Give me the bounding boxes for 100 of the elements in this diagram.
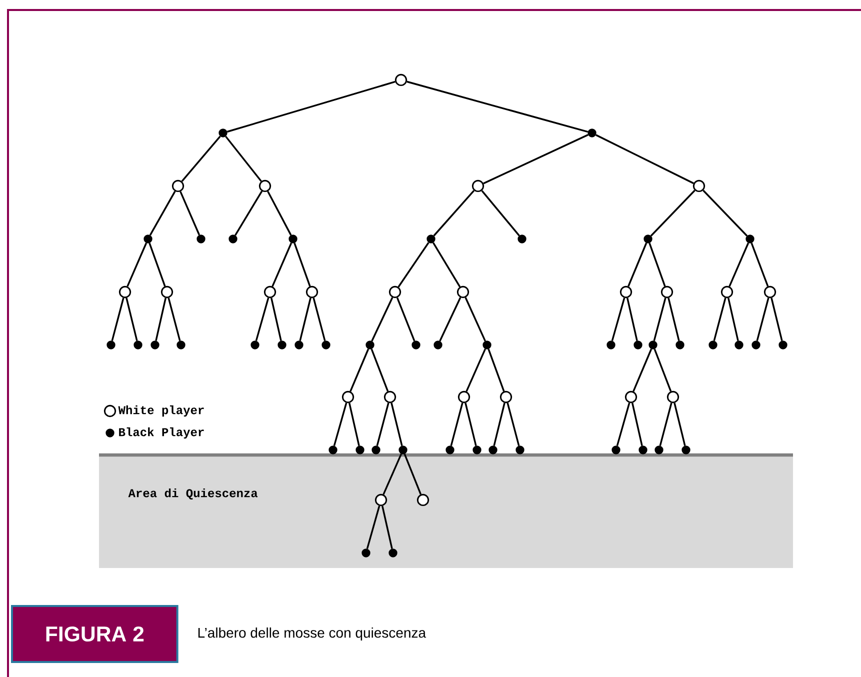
filled-dot bbox=[366, 340, 374, 350]
filled-dot bbox=[778, 340, 788, 350]
tree-branch bbox=[382, 506, 393, 549]
open-circle bbox=[624, 390, 638, 404]
tree-branch bbox=[648, 242, 666, 287]
tree-branch bbox=[616, 402, 630, 446]
tree-branch bbox=[750, 242, 769, 287]
filled-dot bbox=[106, 340, 116, 350]
filled-dot bbox=[134, 340, 142, 350]
filled-dot bbox=[196, 234, 206, 244]
tree-branch bbox=[255, 298, 270, 342]
tree-branch bbox=[267, 190, 292, 236]
tree-branch bbox=[404, 454, 422, 495]
tree-branch bbox=[728, 298, 739, 341]
filled-dot bbox=[412, 340, 420, 350]
tree-branch bbox=[126, 242, 148, 287]
tree-branch bbox=[632, 402, 643, 446]
open-circle bbox=[720, 286, 734, 298]
filled-dot bbox=[434, 340, 442, 350]
tree-branch bbox=[756, 298, 770, 342]
filled-dot bbox=[288, 234, 298, 244]
filled-dot bbox=[218, 128, 228, 138]
tree-branch bbox=[168, 298, 181, 342]
tree-branch bbox=[483, 134, 588, 184]
legend-label: White player bbox=[118, 405, 204, 417]
filled-dot bbox=[250, 340, 260, 350]
tree-branch bbox=[126, 298, 138, 341]
tree-branch bbox=[493, 402, 506, 446]
filled-dot bbox=[606, 340, 616, 350]
open-circle bbox=[472, 180, 484, 192]
open-circle bbox=[660, 286, 674, 298]
filled-dot bbox=[426, 234, 436, 244]
tree-branch bbox=[149, 190, 176, 236]
open-circle bbox=[306, 286, 318, 298]
filled-dot bbox=[488, 446, 498, 454]
tree-branch bbox=[653, 298, 666, 342]
tree-branch bbox=[713, 298, 726, 342]
tree-branch bbox=[659, 402, 672, 446]
tree-branch bbox=[433, 190, 475, 236]
filled-dot bbox=[144, 234, 152, 244]
filled-dot bbox=[648, 340, 658, 350]
filled-dot bbox=[150, 340, 160, 350]
tree-branch bbox=[450, 402, 464, 446]
tree-branch bbox=[464, 402, 477, 446]
filled-dot bbox=[372, 446, 380, 454]
filled-dot bbox=[446, 446, 454, 454]
filled-dot bbox=[278, 340, 286, 350]
tree-branch bbox=[596, 134, 694, 184]
filled-dot bbox=[612, 446, 620, 454]
tree-branch bbox=[632, 348, 652, 392]
tree-branch bbox=[439, 297, 462, 342]
area-label: Area di Quiescenza bbox=[128, 488, 258, 500]
filled-dot bbox=[682, 446, 690, 454]
filled-dot bbox=[228, 234, 238, 244]
tree-branch bbox=[488, 348, 505, 392]
tree-branch bbox=[728, 242, 750, 287]
filled-dot bbox=[518, 234, 526, 244]
tree-branch bbox=[155, 298, 167, 341]
filled-dot bbox=[294, 340, 304, 350]
tree-branch bbox=[382, 454, 402, 495]
filled-dot bbox=[676, 340, 684, 350]
filled-dot bbox=[708, 340, 718, 350]
open-circle bbox=[456, 286, 470, 298]
tree-branch bbox=[406, 80, 588, 133]
tree-branch bbox=[390, 402, 403, 446]
open-circle bbox=[172, 180, 184, 192]
tree-branch bbox=[376, 402, 390, 446]
tree-branch bbox=[650, 190, 696, 236]
filled-dot bbox=[644, 234, 652, 244]
filled-dot bbox=[362, 548, 370, 558]
tree-branch bbox=[628, 242, 648, 287]
filled-dot bbox=[472, 446, 482, 454]
filled-dot bbox=[638, 446, 648, 454]
figure-label: FIGURA 2 bbox=[11, 605, 178, 663]
tree-branch bbox=[464, 297, 486, 342]
open-circle bbox=[764, 286, 776, 298]
open-circle bbox=[692, 180, 706, 192]
filled-dot bbox=[328, 446, 338, 454]
tree-branch bbox=[370, 348, 389, 392]
open-circle bbox=[374, 494, 388, 506]
open-circle bbox=[342, 390, 354, 404]
tree-branch bbox=[398, 242, 430, 288]
open-circle bbox=[394, 74, 408, 86]
tree-branch bbox=[226, 80, 396, 133]
tree-branch bbox=[180, 191, 200, 236]
tree-branch bbox=[270, 298, 282, 341]
filled-dot bbox=[482, 340, 492, 350]
tree-branch bbox=[272, 242, 292, 287]
filled-dot bbox=[588, 128, 596, 138]
filled-dot bbox=[752, 340, 760, 350]
tree-branch bbox=[396, 297, 416, 342]
tree-branch bbox=[506, 402, 520, 446]
open-circle bbox=[118, 286, 132, 298]
tree-branch bbox=[366, 506, 380, 550]
filled-dot bbox=[388, 548, 398, 558]
tree-branch bbox=[348, 402, 360, 446]
caption: L’albero delle mosse con quiescenza bbox=[198, 627, 426, 641]
open-circle bbox=[458, 390, 470, 404]
filled-dot bbox=[356, 446, 364, 454]
filled-dot bbox=[516, 446, 524, 454]
